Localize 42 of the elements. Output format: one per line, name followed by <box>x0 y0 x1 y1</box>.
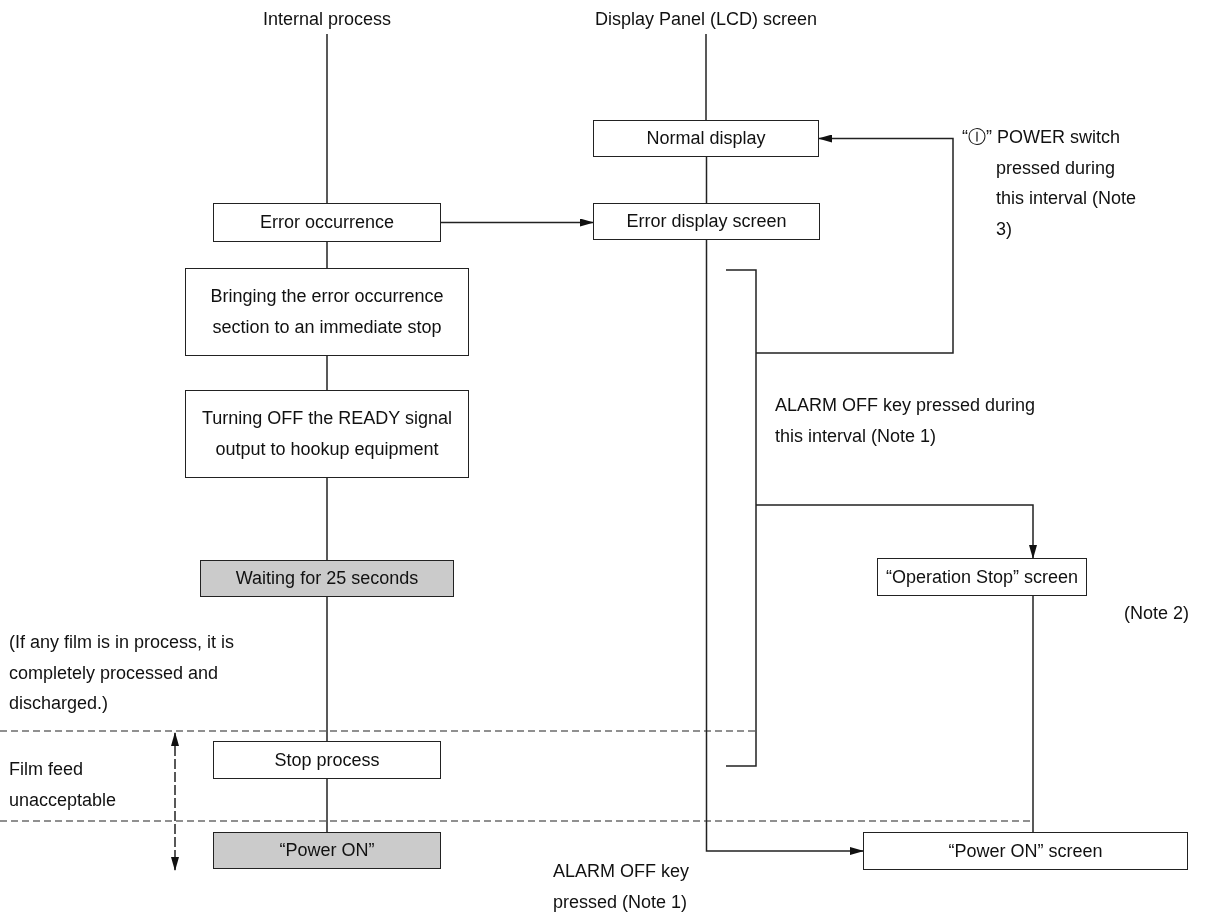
process-box <box>863 832 1188 870</box>
bracket-shape <box>725 269 757 767</box>
connector-line <box>326 596 328 742</box>
connector-line <box>326 241 328 269</box>
note-text: “Ⓘ” POWER switch pressed during this interval (Note 3) <box>962 126 1138 241</box>
connector-line <box>326 778 328 833</box>
connector-line <box>326 355 328 391</box>
arrow <box>705 239 864 855</box>
process-box <box>213 203 441 242</box>
box-label: “Operation Stop” screen <box>885 565 1079 589</box>
box-label: Error occurrence <box>259 211 394 235</box>
arrow <box>440 218 594 227</box>
box-label: Bringing the error occurrence section to an immediate stop <box>209 285 445 339</box>
process-box <box>877 558 1087 596</box>
process-box <box>185 390 469 478</box>
arrow <box>755 504 1037 559</box>
box-label: Normal display <box>646 127 766 151</box>
process-box <box>213 741 441 779</box>
connector-line <box>1032 595 1034 833</box>
arrow <box>755 134 954 354</box>
note-text: ALARM OFF key pressed (Note 1) <box>553 860 691 914</box>
note-text: ALARM OFF key pressed during this interval (Note 1) <box>775 394 1037 448</box>
box-label: Waiting for 25 seconds <box>235 567 419 591</box>
box-label: Turning OFF the READY signal output to hookup equipment <box>200 407 454 461</box>
process-box <box>593 120 819 157</box>
column-heading: Internal process <box>207 4 447 34</box>
box-label: “Power ON” screen <box>948 839 1103 863</box>
box-label: Stop process <box>274 748 380 772</box>
box-label: Error display screen <box>626 210 787 234</box>
process-box <box>185 268 469 356</box>
connector-line <box>326 477 328 561</box>
note-text: Film feed unacceptable <box>9 758 118 812</box>
box-label: “Power ON” <box>279 839 375 863</box>
process-box <box>593 203 820 240</box>
connector-line <box>326 33 328 204</box>
connector-line <box>705 33 707 121</box>
note-text: (If any film is in process, it is completely processed and discharged.) <box>9 631 235 716</box>
shaded-process-box <box>213 832 441 869</box>
shaded-process-box <box>200 560 454 597</box>
connector-line <box>705 156 708 204</box>
column-heading: Display Panel (LCD) screen <box>576 4 836 34</box>
note-label: (Note 2) <box>1122 602 1189 625</box>
